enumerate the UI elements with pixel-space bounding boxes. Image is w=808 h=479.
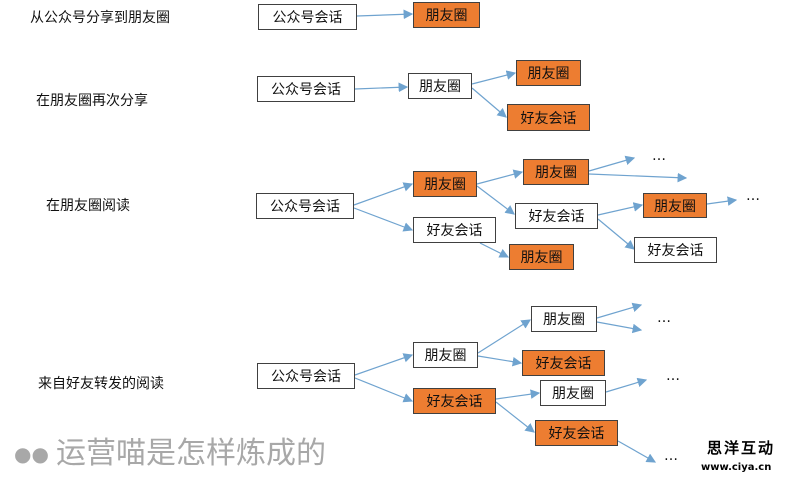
section-label: 从公众号分享到朋友圈	[30, 10, 170, 26]
arrow	[495, 401, 535, 433]
arrow	[471, 87, 507, 118]
arrow	[617, 440, 657, 463]
node-highlight: 好友会话	[413, 388, 496, 414]
arrow	[706, 196, 738, 206]
ellipsis: …	[666, 368, 681, 384]
node: 朋友圈	[413, 342, 478, 368]
section-label: 在朋友圈阅读	[46, 198, 130, 214]
node-highlight: 朋友圈	[516, 60, 581, 86]
logo-name: 思洋互动	[707, 439, 776, 457]
node: 朋友圈	[531, 306, 597, 332]
arrow	[354, 353, 414, 376]
node: 朋友圈	[540, 380, 606, 406]
node-highlight: 好友会话	[507, 104, 590, 131]
section-label: 来自好友转发的阅读	[38, 376, 164, 392]
ellipsis: …	[657, 310, 672, 326]
node: 公众号会话	[257, 76, 355, 102]
node: 好友会话	[413, 217, 496, 243]
arrow	[597, 218, 635, 250]
ellipsis: …	[652, 148, 667, 164]
arrow	[471, 70, 517, 85]
arrow	[588, 155, 636, 172]
node: 朋友圈	[408, 73, 472, 99]
logo-url: www.ciya.cn	[701, 462, 772, 473]
arrow	[353, 207, 414, 232]
node-highlight: 朋友圈	[643, 193, 707, 218]
arrow	[596, 321, 643, 334]
node-highlight: 朋友圈	[413, 171, 477, 197]
arrow	[356, 9, 414, 20]
node: 好友会话	[634, 237, 717, 263]
arrow	[588, 172, 688, 183]
arrow	[597, 202, 644, 216]
node: 公众号会话	[257, 363, 355, 389]
arrow	[477, 319, 532, 354]
arrow	[477, 355, 523, 367]
node-highlight: 朋友圈	[509, 244, 574, 270]
ellipsis: …	[746, 188, 761, 204]
node-highlight: 朋友圈	[523, 159, 589, 185]
arrow	[476, 185, 515, 215]
watermark-text: 运营喵是怎样炼成的	[56, 436, 326, 471]
wechat-icon: ●●	[14, 442, 49, 466]
arrow	[476, 169, 524, 185]
node: 公众号会话	[258, 4, 357, 30]
ellipsis: …	[664, 448, 679, 464]
arrow	[605, 377, 648, 393]
node-highlight: 朋友圈	[413, 2, 480, 28]
node-highlight: 好友会话	[522, 350, 605, 376]
arrow	[354, 82, 409, 93]
arrow	[596, 302, 643, 319]
node: 好友会话	[515, 203, 598, 229]
section-label: 在朋友圈再次分享	[36, 93, 148, 109]
arrow	[354, 377, 414, 403]
node-highlight: 好友会话	[535, 420, 618, 446]
arrow	[479, 242, 510, 258]
arrow	[495, 389, 541, 400]
arrow	[353, 182, 414, 206]
node: 公众号会话	[256, 193, 354, 219]
